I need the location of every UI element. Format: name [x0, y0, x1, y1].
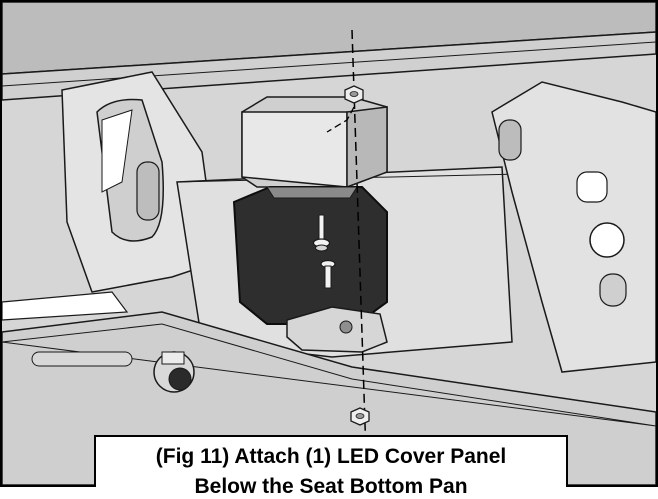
right-hole-1	[576, 171, 608, 203]
alignment-line	[351, 29, 368, 485]
right-slot-1	[498, 119, 522, 161]
top-rail	[2, 2, 656, 75]
figure-caption-box: (Fig 11) Attach (1) LED Cover Panel Belo…	[94, 435, 568, 498]
lower-hole	[339, 320, 353, 334]
cad-drawing	[2, 2, 656, 485]
right-hole-2	[589, 222, 625, 258]
alignment-line-jog	[326, 106, 355, 133]
stud-icon	[320, 259, 336, 289]
led-cover-panel	[232, 186, 388, 325]
clamp-face	[241, 111, 348, 188]
figure-caption-line1: (Fig 11) Attach (1) LED Cover Panel	[155, 445, 507, 468]
figure-caption-line2: Below the Seat Bottom Pan	[194, 475, 468, 498]
assembly-illustration	[0, 0, 658, 487]
hex-nut-icon	[344, 85, 364, 104]
rail-edge	[2, 41, 656, 87]
clamp-side	[346, 106, 388, 189]
panel-top-tab	[266, 186, 358, 199]
bolt-icon	[312, 214, 331, 252]
top-rail-lip	[2, 31, 656, 101]
bottom-rail-edge	[2, 323, 656, 427]
rail-slot	[31, 351, 133, 367]
hex-nut-icon	[350, 407, 370, 426]
right-slot-2	[599, 273, 627, 307]
grommet-icon	[153, 351, 195, 393]
slot-tab	[136, 161, 160, 221]
left-rail-piece	[2, 291, 129, 321]
slot-opening	[101, 109, 133, 193]
